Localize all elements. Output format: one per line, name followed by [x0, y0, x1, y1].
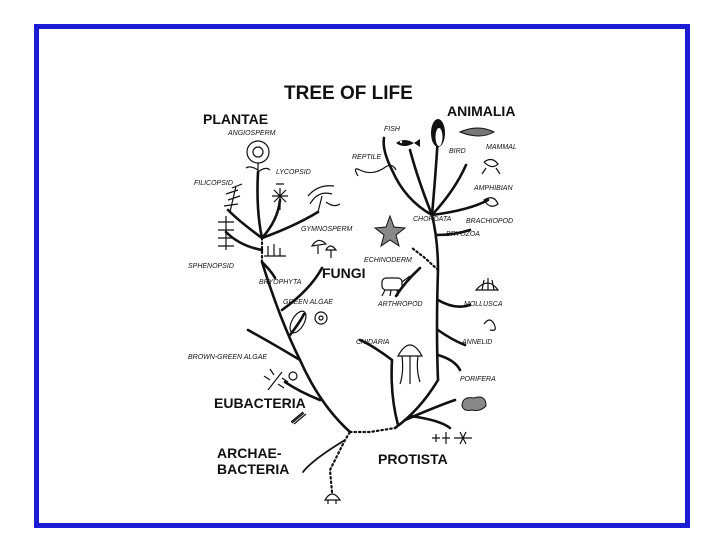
- green-algae-icon: [289, 310, 328, 334]
- brown-green-algae-icon: [263, 368, 298, 391]
- kingdom-label-archaebacteria-2: BACTERIA: [217, 461, 289, 477]
- label-gymnosperm: GYMNOSPERM: [301, 226, 353, 233]
- fungi-mushroom-icon: [310, 239, 338, 258]
- label-amphibian: AMPHIBIAN: [473, 185, 513, 192]
- lycopsid-icon: [272, 183, 288, 210]
- label-sphenopsid: SPHENOPSID: [188, 263, 234, 270]
- annelid-icon: [483, 319, 496, 331]
- brachiopod-icon: [483, 197, 499, 207]
- archaebacteria-icon: [323, 493, 342, 504]
- tree-branches: [224, 133, 490, 494]
- label-chordata: CHORDATA: [413, 216, 452, 223]
- label-green-algae: GREEN ALGAE: [283, 299, 333, 306]
- gymnosperm-icon: [307, 185, 341, 213]
- sphenopsid-icon: [218, 216, 234, 250]
- slide-frame: [34, 24, 690, 528]
- label-mammal: MAMMAL: [486, 144, 517, 151]
- label-arthropod: ARTHROPOD: [377, 301, 423, 308]
- label-echinoderm: ECHINODERM: [364, 257, 412, 264]
- arthropod-icon: [381, 275, 411, 297]
- kingdom-label-animalia: ANIMALIA: [447, 103, 515, 119]
- porifera-sponge-icon: [461, 396, 487, 411]
- label-reptile: REPTILE: [352, 154, 382, 161]
- label-mollusca: MOLLUSCA: [464, 301, 503, 308]
- label-bird: BIRD: [449, 148, 466, 155]
- label-brachiopod: BRACHIOPOD: [466, 218, 513, 225]
- label-cnidaria: CNIDARIA: [356, 339, 390, 346]
- kingdom-label-archaebacteria-1: ARCHAE-: [217, 445, 282, 461]
- protista-icons: [432, 431, 472, 445]
- label-fish: FISH: [384, 126, 401, 133]
- fish-icon: [396, 139, 420, 147]
- filicopsid-fern-icon: [223, 183, 243, 213]
- label-porifera: PORIFERA: [460, 376, 496, 383]
- label-angiosperm: ANGIOSPERM: [227, 130, 276, 137]
- label-bryozoa: BRYOZOA: [446, 231, 480, 238]
- bryophyta-moss-icon: [264, 244, 286, 257]
- reptile-icon: [354, 164, 397, 177]
- label-bryophyta: BRYOPHYTA: [259, 279, 302, 286]
- kingdom-label-protista: PROTISTA: [378, 451, 448, 467]
- diagram-title: TREE OF LIFE: [284, 83, 413, 104]
- angiosperm-flower-icon: [245, 140, 271, 178]
- cnidaria-jellyfish-icon: [396, 344, 424, 385]
- mollusca-shell-icon: [474, 278, 500, 291]
- bird-penguin-icon: [431, 119, 445, 147]
- echinoderm-starfish-icon: [373, 214, 407, 248]
- kingdom-label-fungi: FUNGI: [322, 265, 366, 281]
- eubacteria-icon: [290, 411, 307, 425]
- label-brown-green-algae: BROWN-GREEN ALGAE: [188, 354, 267, 361]
- mammal-whale-icon: [458, 127, 496, 137]
- amphibian-icon: [481, 158, 501, 175]
- kingdom-label-eubacteria: EUBACTERIA: [214, 395, 306, 411]
- kingdom-label-plantae: PLANTAE: [203, 111, 268, 127]
- label-annelid: ANNELID: [461, 339, 492, 346]
- label-filicopsid: FILICOPSID: [194, 180, 233, 187]
- label-lycopsid: LYCOPSID: [276, 169, 311, 176]
